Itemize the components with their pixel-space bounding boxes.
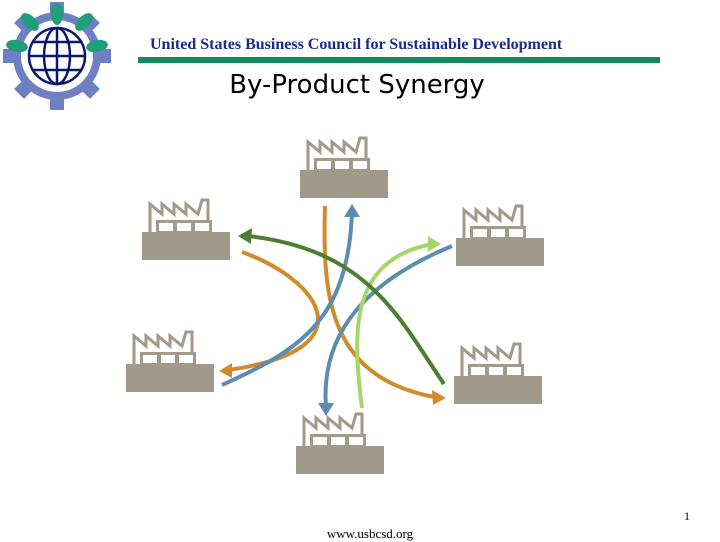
factory-icon-upper-right	[454, 204, 546, 268]
arrowhead-blue-bottom	[318, 403, 334, 416]
arrowhead-darkgreen-upper-left	[238, 228, 252, 244]
flow-arrow-blue-upper-right-to-bottom	[323, 244, 453, 409]
arrowhead-orange-lower-right	[432, 390, 446, 405]
factory-icon-top	[298, 136, 390, 200]
arrowhead-lightgreen-upper-right	[428, 236, 441, 252]
flow-arrow-blue-lower-left-to-top	[221, 211, 354, 387]
flow-arrow-lightgreen-bottom-to-upper-right	[355, 242, 433, 409]
footer-url: www.usbcsd.org	[326, 526, 414, 541]
flow-arrow-darkgreen-lower-right-to-upper-left	[247, 234, 446, 386]
factory-icon-upper-left	[140, 198, 232, 262]
organization-name: United States Business Council for Susta…	[150, 36, 563, 53]
flow-arrow-orange-upper-left-to-lower-left	[227, 250, 320, 372]
globe-gear-logo-icon	[3, 2, 111, 110]
factory-icon-lower-left	[124, 330, 216, 394]
arrowhead-blue-top	[344, 204, 360, 217]
page-number: 1	[684, 509, 690, 523]
header-divider	[138, 57, 660, 63]
factory-icon-lower-right	[452, 342, 544, 406]
factory-icon-bottom	[294, 412, 386, 476]
slide-title: By-Product Synergy	[229, 70, 485, 100]
arrowhead-orange-lower-left	[219, 363, 232, 378]
flow-arrow-orange-top-to-lower-right	[322, 205, 441, 400]
